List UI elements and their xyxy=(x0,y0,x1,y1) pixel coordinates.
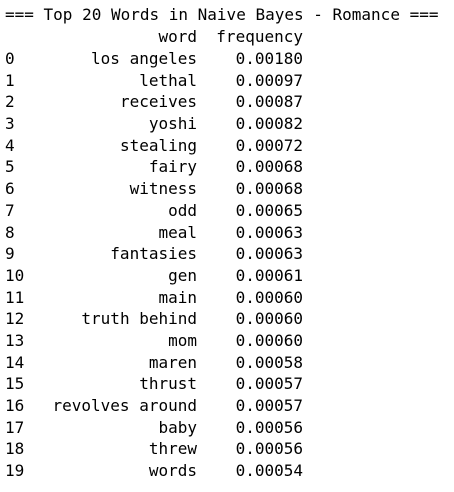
table-row: 2 receives 0.00087 xyxy=(5,91,450,113)
row-frequency: 0.00063 xyxy=(235,222,303,242)
row-index: 1 xyxy=(5,70,15,90)
row-word: words xyxy=(148,461,197,481)
table-row: 3 yoshi 0.00082 xyxy=(5,113,450,135)
table-row: 5 fairy 0.00068 xyxy=(5,156,450,178)
row-index: 7 xyxy=(5,200,15,220)
row-word: odd xyxy=(168,200,197,220)
table-body: 0 los angeles 0.00180 1 lethal 0.00097 2 receiv… xyxy=(5,48,450,482)
row-word: yoshi xyxy=(148,114,197,134)
row-word: revolves around xyxy=(52,396,198,415)
row-index: 17 xyxy=(5,417,25,437)
row-frequency: 0.00087 xyxy=(235,92,303,112)
table-row: 10 gen 0.00061 xyxy=(5,265,450,287)
row-index: 10 xyxy=(5,265,25,285)
table-row: 7 odd 0.00065 xyxy=(5,200,450,222)
row-index: 0 xyxy=(5,49,15,68)
row-frequency: 0.00056 xyxy=(235,417,303,437)
row-index: 11 xyxy=(5,287,25,307)
row-index: 13 xyxy=(5,330,25,350)
row-index: 14 xyxy=(5,352,25,372)
row-frequency: 0.00060 xyxy=(235,330,303,350)
row-word: witness xyxy=(129,179,197,199)
row-frequency: 0.00068 xyxy=(235,157,303,177)
row-word: stealing xyxy=(119,135,197,155)
frequency-column-header: frequency xyxy=(216,27,303,46)
row-index: 4 xyxy=(5,135,15,155)
table-row: 12 truth behind 0.00060 xyxy=(5,308,450,330)
table-header: word frequency xyxy=(5,26,450,48)
row-frequency: 0.00061 xyxy=(235,265,303,285)
row-frequency: 0.00060 xyxy=(235,309,303,329)
row-word: meal xyxy=(158,222,197,242)
table-row: 19 words 0.00054 xyxy=(5,460,450,482)
table-row: 14 maren 0.00058 xyxy=(5,352,450,374)
row-word: maren xyxy=(148,352,197,372)
row-index: 19 xyxy=(5,461,25,481)
row-index: 18 xyxy=(5,439,25,459)
row-word: mom xyxy=(168,330,197,350)
row-word: fairy xyxy=(148,157,197,177)
row-index: 15 xyxy=(5,374,25,394)
table-row: 16 revolves around 0.00057 xyxy=(5,395,450,417)
row-frequency: 0.00065 xyxy=(235,200,303,220)
row-index: 16 xyxy=(5,396,25,415)
row-frequency: 0.00057 xyxy=(235,374,303,394)
row-frequency: 0.00068 xyxy=(235,179,303,199)
row-frequency: 0.00060 xyxy=(235,287,303,307)
row-word: receives xyxy=(119,92,197,112)
row-index: 5 xyxy=(5,157,15,177)
row-index: 9 xyxy=(5,244,15,264)
word-column-header: word xyxy=(158,27,197,46)
table-row: 8 meal 0.00063 xyxy=(5,222,450,244)
row-word: main xyxy=(158,287,197,307)
row-index: 2 xyxy=(5,92,15,112)
table-row: 4 stealing 0.00072 xyxy=(5,135,450,157)
row-frequency: 0.00058 xyxy=(235,352,303,372)
row-index: 6 xyxy=(5,179,15,199)
table-row: 13 mom 0.00060 xyxy=(5,330,450,352)
row-frequency: 0.00063 xyxy=(235,244,303,264)
row-word: lethal xyxy=(139,70,197,90)
index-header xyxy=(5,26,43,48)
row-index: 12 xyxy=(5,309,25,329)
output-title: === Top 20 Words in Naive Bayes - Romanc… xyxy=(5,5,439,24)
table-row: 6 witness 0.00068 xyxy=(5,178,450,200)
row-word: thrust xyxy=(139,374,197,394)
row-frequency: 0.00097 xyxy=(235,70,303,90)
row-frequency: 0.00057 xyxy=(235,396,303,415)
table-row: 1 lethal 0.00097 xyxy=(5,70,450,92)
row-frequency: 0.00054 xyxy=(235,461,303,481)
table-row: 17 baby 0.00056 xyxy=(5,417,450,439)
row-frequency: 0.00056 xyxy=(235,439,303,459)
row-frequency: 0.00082 xyxy=(235,114,303,134)
console-output: === Top 20 Words in Naive Bayes - Romanc… xyxy=(5,4,450,482)
row-index: 8 xyxy=(5,222,15,242)
row-frequency: 0.00072 xyxy=(235,135,303,155)
table-row: 18 threw 0.00056 xyxy=(5,438,450,460)
table-row: 15 thrust 0.00057 xyxy=(5,373,450,395)
row-word: baby xyxy=(158,417,197,437)
table-row: 11 main 0.00060 xyxy=(5,287,450,309)
table-row: 9 fantasies 0.00063 xyxy=(5,243,450,265)
row-frequency: 0.00180 xyxy=(235,49,303,68)
row-word: gen xyxy=(168,265,197,285)
row-word: threw xyxy=(148,439,197,459)
table-row: 0 los angeles 0.00180 xyxy=(5,48,450,70)
row-word: los angeles xyxy=(91,49,197,68)
row-word: truth behind xyxy=(81,309,197,329)
row-word: fantasies xyxy=(110,244,197,264)
row-index: 3 xyxy=(5,114,15,134)
